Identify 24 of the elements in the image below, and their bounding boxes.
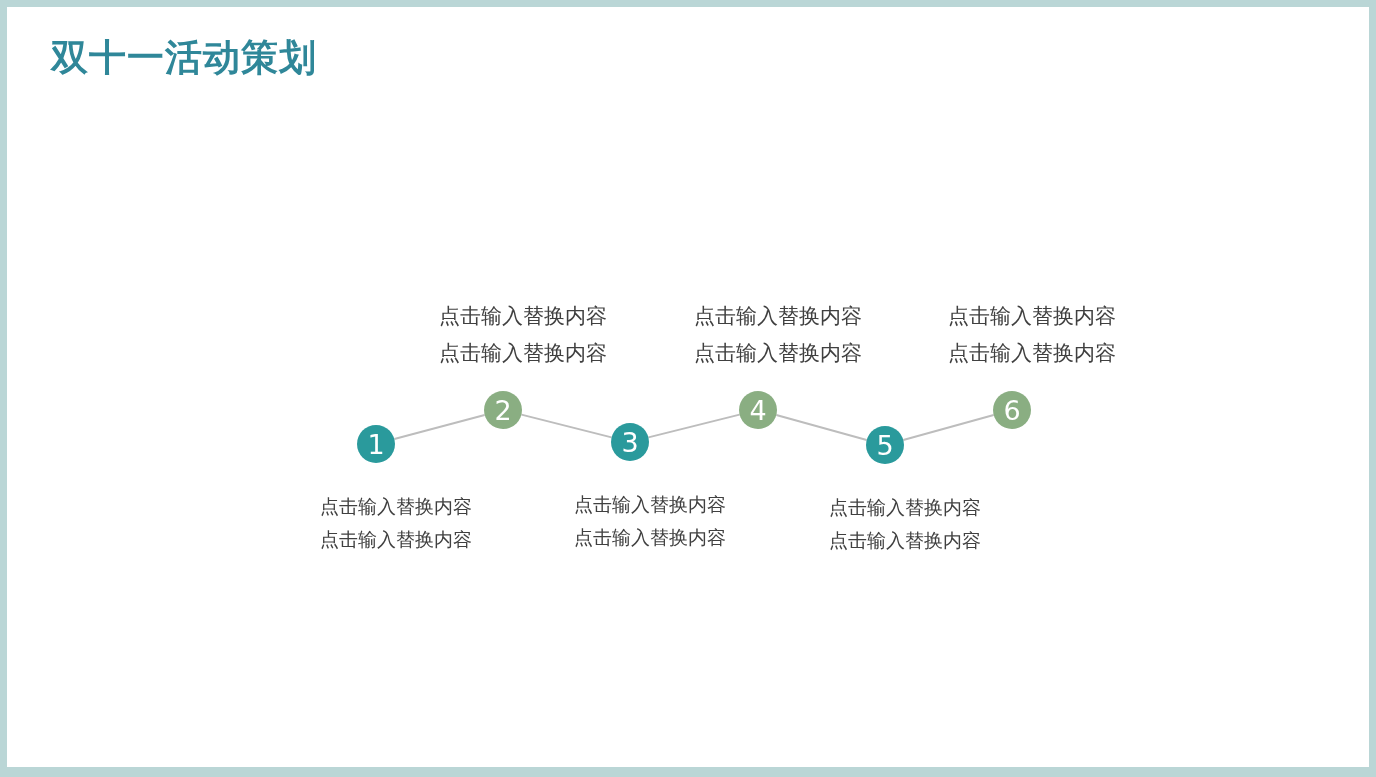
connector-line [393, 413, 486, 441]
number-circle: 5 [866, 426, 904, 464]
connector-line [902, 414, 995, 441]
number-circle: 2 [484, 391, 522, 429]
connector-line [647, 413, 741, 439]
connector-line [775, 414, 868, 441]
caption-text: 点击输入替换内容 [694, 303, 862, 330]
caption-text: 点击输入替换内容 [574, 492, 726, 517]
caption-text: 点击输入替换内容 [320, 527, 472, 553]
title: 双十一活动策划 [51, 35, 317, 81]
caption-text: 点击输入替换内容 [320, 494, 472, 519]
caption-text: 点击输入替换内容 [948, 339, 1116, 367]
number-circle: 1 [357, 425, 395, 463]
number-circle: 4 [739, 391, 777, 429]
caption-text: 点击输入替换内容 [439, 303, 607, 330]
connector-line [520, 413, 613, 439]
caption-text: 点击输入替换内容 [574, 525, 726, 551]
caption-text: 点击输入替换内容 [439, 339, 607, 367]
caption-text: 点击输入替换内容 [829, 495, 981, 520]
number-circle: 3 [611, 423, 649, 461]
caption-text: 点击输入替换内容 [948, 303, 1116, 330]
caption-text: 点击输入替换内容 [694, 339, 862, 367]
caption-text: 点击输入替换内容 [829, 528, 981, 554]
number-circle: 6 [993, 391, 1031, 429]
